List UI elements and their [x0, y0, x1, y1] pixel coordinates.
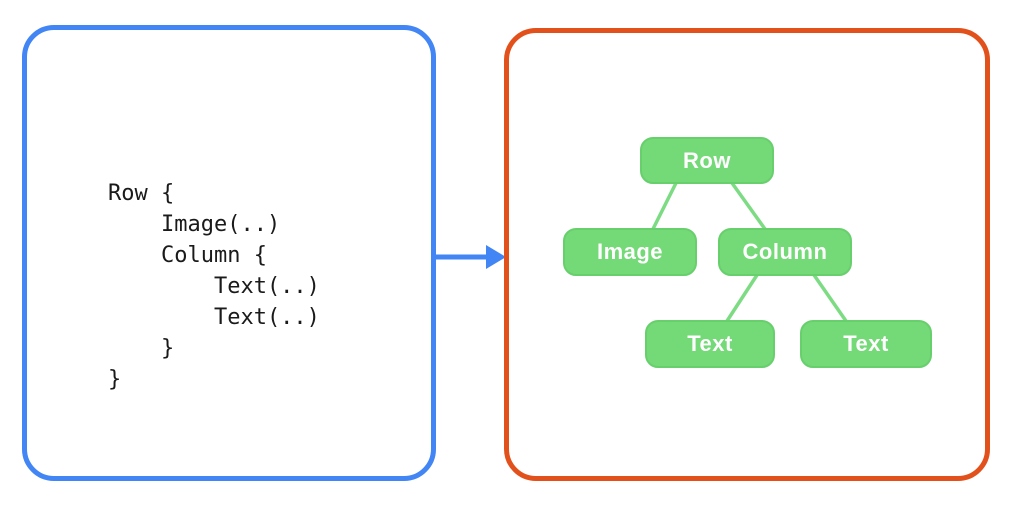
- code-line: Image(..): [108, 212, 281, 237]
- code-panel: Row { Image(..) Column { Text(..) Text(.…: [22, 25, 436, 481]
- code-line: }: [108, 367, 122, 392]
- code-line: Text(..): [108, 274, 320, 299]
- code-block: Row { Image(..) Column { Text(..) Text(.…: [108, 178, 320, 395]
- code-line: }: [108, 336, 175, 361]
- code-line: Column {: [108, 243, 267, 268]
- tree-node-column: Column: [718, 228, 852, 276]
- arrow-right-icon: [435, 245, 506, 269]
- tree-node-image: Image: [563, 228, 697, 276]
- code-line: Row {: [108, 181, 175, 206]
- tree-node-text-1: Text: [645, 320, 775, 368]
- code-line: Text(..): [108, 305, 320, 330]
- tree-node-text-2: Text: [800, 320, 932, 368]
- tree-node-row: Row: [640, 137, 774, 184]
